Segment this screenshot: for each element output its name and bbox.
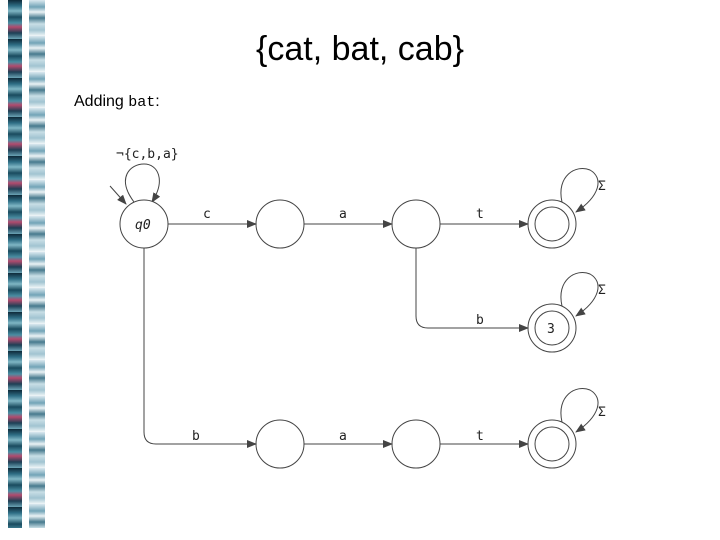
state-q0: q0 bbox=[119, 199, 169, 249]
edge-b-low-label: b bbox=[192, 429, 200, 444]
state-cat-final bbox=[527, 199, 577, 249]
sigma-top-label: Σ bbox=[598, 179, 606, 194]
slide-title: {cat, bat, cab} bbox=[256, 30, 464, 68]
edge-t-low-label: t bbox=[476, 429, 484, 444]
subtitle-suffix: : bbox=[155, 93, 160, 110]
start-arrow bbox=[109, 185, 127, 205]
state-b bbox=[255, 419, 305, 469]
edge-a-low-label: a bbox=[339, 429, 347, 444]
sigma-mid-label: Σ bbox=[598, 283, 606, 298]
state-c bbox=[255, 199, 305, 249]
state-cab-label: 3 bbox=[547, 322, 555, 337]
state-ca bbox=[391, 199, 441, 249]
edge-ca-cab bbox=[415, 248, 529, 332]
subtitle-code: bat bbox=[128, 94, 156, 111]
edge-t-top-label: t bbox=[476, 207, 484, 222]
subtitle-prefix: Adding bbox=[74, 93, 129, 110]
edge-a-top-label: a bbox=[339, 207, 347, 222]
q0-self-loop bbox=[125, 163, 161, 203]
slide-subtitle: Adding bat: bbox=[74, 93, 160, 111]
edge-b-mid-label: b bbox=[476, 313, 484, 328]
cat-sigma-loop bbox=[560, 168, 599, 213]
sigma-low-label: Σ bbox=[598, 405, 606, 420]
bat-sigma-loop bbox=[560, 388, 599, 433]
state-q0-label: q0 bbox=[135, 218, 151, 233]
state-ba bbox=[391, 419, 441, 469]
state-bat-final bbox=[527, 419, 577, 469]
q0-loop-label: ¬{c,b,a} bbox=[116, 147, 179, 162]
decorative-strip-left bbox=[8, 0, 22, 528]
edge-q0-b bbox=[143, 248, 257, 448]
automaton-diagram: ¬{c,b,a} q0 3 c a t b b a t Σ Σ Σ bbox=[109, 147, 606, 469]
cab-sigma-loop bbox=[560, 272, 599, 317]
edge-c-label: c bbox=[203, 207, 211, 222]
state-cab-final: 3 bbox=[527, 303, 577, 353]
decorative-strip-right bbox=[29, 0, 45, 528]
